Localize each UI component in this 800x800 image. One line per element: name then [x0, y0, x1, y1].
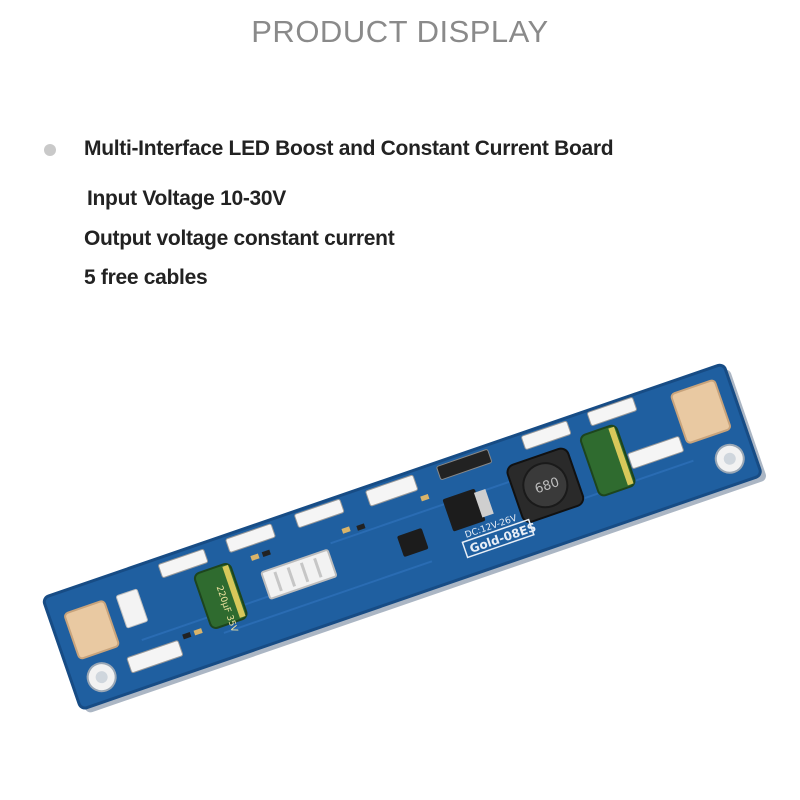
power-connector-right: [670, 379, 731, 444]
model-label-box: [461, 518, 535, 559]
capacitor-left: [193, 562, 248, 629]
feature-line-1: Multi-Interface LED Boost and Constant C…: [84, 137, 614, 160]
ribbon-connector-9: [627, 436, 684, 469]
ribbon-connector-3: [294, 499, 345, 528]
ribbon-connector-5: [436, 449, 492, 480]
regulator-chip: [442, 489, 486, 532]
feature-line-2: Input Voltage 10-30V: [87, 187, 286, 210]
ribbon-connector-2: [225, 523, 276, 553]
feature-line-3: Output voltage constant current: [84, 227, 395, 250]
feature-line-4: 5 free cables: [84, 266, 208, 289]
ribbon-connector-1: [158, 549, 209, 578]
page-title: PRODUCT DISPLAY: [251, 14, 549, 49]
connector-2pin: [116, 588, 148, 629]
ribbon-connector-8: [126, 640, 183, 674]
ribbon-connector-7: [587, 397, 637, 426]
ribbon-connector-4: [365, 474, 418, 507]
capacitor-right: [579, 424, 636, 497]
ribbon-connector-6: [521, 420, 572, 450]
ic-chip: [397, 528, 429, 557]
power-connector-left: [64, 600, 120, 660]
pcb-board-illustration: 220μF 35V 680: [42, 363, 766, 713]
bullet-dot: [44, 144, 56, 156]
product-photo: 220μF 35V 680: [0, 300, 800, 780]
